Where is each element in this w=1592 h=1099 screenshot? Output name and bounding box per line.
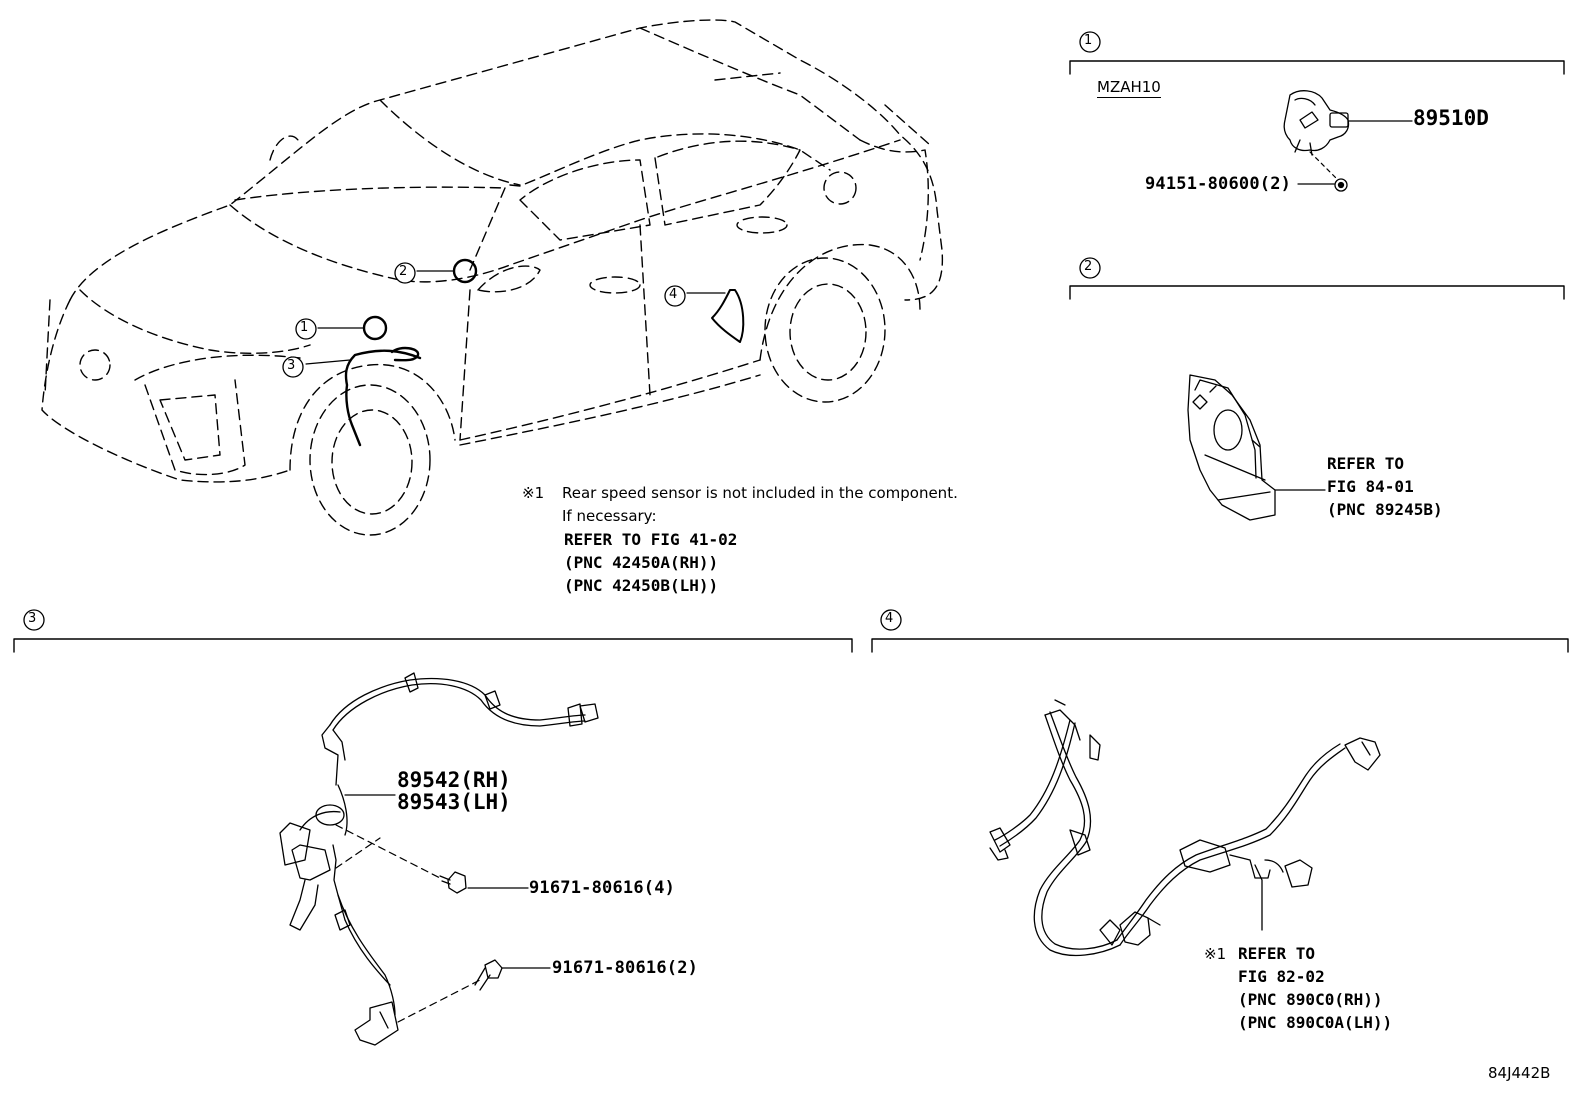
panel1-leaders — [1297, 120, 1413, 185]
callout-1-header: 1 — [1084, 33, 1093, 48]
callout-2-on-vehicle: 2 — [399, 264, 408, 279]
panel4-mark: ※1 — [1204, 945, 1227, 963]
figure-id: 84J442B — [1488, 1064, 1551, 1082]
rear-note-line-1: Rear speed sensor is not included in the… — [562, 484, 958, 502]
panel2-ref-line-3: (PNC 89245B) — [1327, 500, 1443, 519]
panel2-ref-line-1: REFER TO — [1327, 454, 1405, 473]
part-number-rh: 89542(RH) — [397, 768, 511, 792]
rear-note-ref-3: (PNC 42450B(LH)) — [564, 576, 719, 595]
panel4-ref-line-2: FIG 82-02 — [1238, 967, 1325, 986]
vehicle-illustration — [41, 19, 944, 536]
bolt-a-number: 91671-80616(4) — [529, 878, 676, 898]
bolt-a — [439, 871, 467, 894]
callout-4-header: 4 — [885, 611, 894, 626]
part-number-89510D: 89510D — [1413, 106, 1489, 130]
airbag-ecu-drawing — [1187, 374, 1276, 521]
rear-note-mark: ※1 — [522, 484, 545, 502]
callout-3-on-vehicle: 3 — [287, 358, 296, 373]
airbag-front-sensor-drawing — [1283, 90, 1350, 156]
section-brackets — [13, 60, 1569, 653]
vehicle-component-markers — [344, 258, 745, 447]
panel2-ref-line-2: FIG 84-01 — [1327, 477, 1414, 496]
model-code: MZAH10 — [1097, 78, 1161, 98]
callout-3-header: 3 — [28, 611, 37, 626]
rear-note-ref-2: (PNC 42450A(RH)) — [564, 553, 719, 572]
panel4-ref-line-1: REFER TO — [1238, 944, 1316, 963]
bolt-b-number: 91671-80616(2) — [552, 958, 699, 978]
part-number-lh: 89543(LH) — [397, 790, 511, 814]
front-speed-sensor-drawing — [279, 672, 599, 1046]
clip-nut — [1334, 178, 1348, 192]
callout-circle-shapes — [23, 31, 1101, 631]
rear-note-ref-1: REFER TO FIG 41-02 — [564, 530, 738, 549]
rear-harness-drawing — [989, 699, 1381, 957]
rear-note-line-2: If necessary: — [562, 507, 657, 525]
vehicle-leader-lines — [305, 270, 726, 365]
panel4-ref-line-3: (PNC 890C0(RH)) — [1238, 990, 1383, 1009]
panel4-ref-line-4: (PNC 890C0A(LH)) — [1238, 1013, 1393, 1032]
bolt-b — [474, 959, 503, 991]
callout-4-on-vehicle: 4 — [669, 287, 678, 302]
callout-1-on-vehicle: 1 — [300, 320, 309, 335]
part-number-clip: 94151-80600(2) — [1145, 174, 1292, 194]
callout-2-header: 2 — [1084, 259, 1093, 274]
panel3-leaders — [335, 794, 551, 1023]
